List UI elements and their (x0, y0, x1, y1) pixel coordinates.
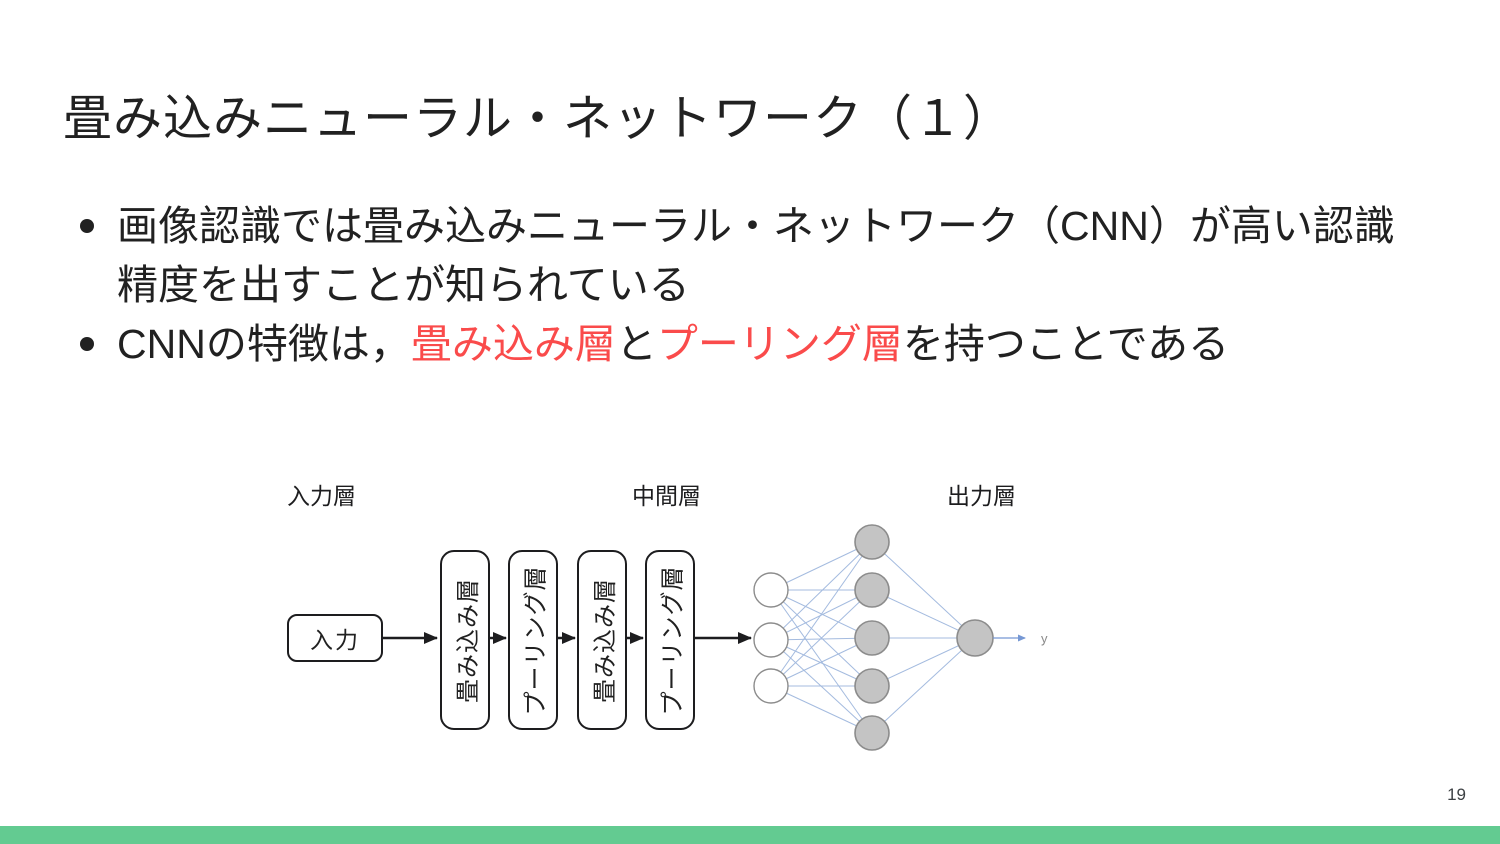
footer-accent-bar (0, 826, 1500, 844)
stage-box-pool-1: プーリング層 (508, 550, 558, 730)
edge-line (770, 589, 873, 734)
bullet-text-segment: 畳み込み層 (410, 321, 616, 367)
bullet-text-segment: と (615, 321, 657, 367)
stage-box-conv-2: 畳み込み層 (577, 550, 627, 730)
edge-line (770, 639, 873, 687)
edge-line (871, 589, 976, 639)
page-number: 19 (1447, 785, 1466, 804)
bullet-text-segment: プーリング層 (656, 321, 903, 367)
edge-line (770, 589, 873, 641)
bullet-list: 画像認識では畳み込みニューラル・ネットワーク（CNN）が高い認識精度を出すことが… (0, 197, 1427, 374)
input-box-label: 入力 (310, 627, 360, 653)
edge-line (770, 541, 873, 591)
bullet-item: CNNの特徴は，畳み込み層とプーリング層を持つことである (0, 315, 1427, 374)
edge-line (871, 541, 976, 639)
slide-title: 畳み込みニューラル・ネットワーク（１） (63, 92, 1014, 146)
stage-box-label: プーリング層 (659, 565, 687, 715)
label-hidden-layer: 中間層 (632, 483, 701, 509)
stage-box-label: プーリング層 (522, 565, 550, 715)
stage-box-conv-1: 畳み込み層 (440, 550, 490, 730)
output-label: y (1041, 631, 1048, 646)
input-node (753, 572, 789, 608)
hidden-node (854, 715, 890, 751)
hidden-node (854, 668, 890, 704)
output-node (956, 619, 994, 657)
hidden-node (854, 572, 890, 608)
hidden-node (854, 524, 890, 560)
bullet-item: 画像認識では畳み込みニューラル・ネットワーク（CNN）が高い認識精度を出すことが… (0, 197, 1427, 315)
edge-line (871, 637, 976, 687)
input-box: 入力 (287, 614, 383, 662)
label-input-layer: 入力層 (287, 483, 356, 509)
edge-line (770, 685, 873, 734)
edge-line (770, 637, 873, 641)
edge-line (770, 589, 873, 687)
stage-box-label: 畳み込み層 (591, 577, 619, 703)
bullet-marker-icon (80, 219, 94, 233)
edge-line (770, 637, 873, 687)
edge-line (770, 589, 873, 639)
input-node (753, 622, 789, 658)
edge-line (770, 589, 873, 687)
bullet-text-segment: 画像認識では畳み込みニューラル・ネットワーク（CNN）が高い認識精度を出すことが… (117, 203, 1395, 308)
stage-box-label: 畳み込み層 (454, 577, 482, 703)
bullet-text-segment: CNNの特徴は， (117, 321, 411, 367)
edge-line (770, 541, 873, 641)
input-node (753, 668, 789, 704)
bullet-marker-icon (80, 337, 94, 351)
label-output-layer: 出力層 (947, 483, 1016, 509)
edge-line (871, 637, 976, 734)
hidden-node (854, 620, 890, 656)
stage-box-pool-2: プーリング層 (645, 550, 695, 730)
edge-line (770, 639, 873, 734)
edge-line (770, 541, 873, 687)
bullet-text-segment: を持つことである (902, 321, 1230, 367)
